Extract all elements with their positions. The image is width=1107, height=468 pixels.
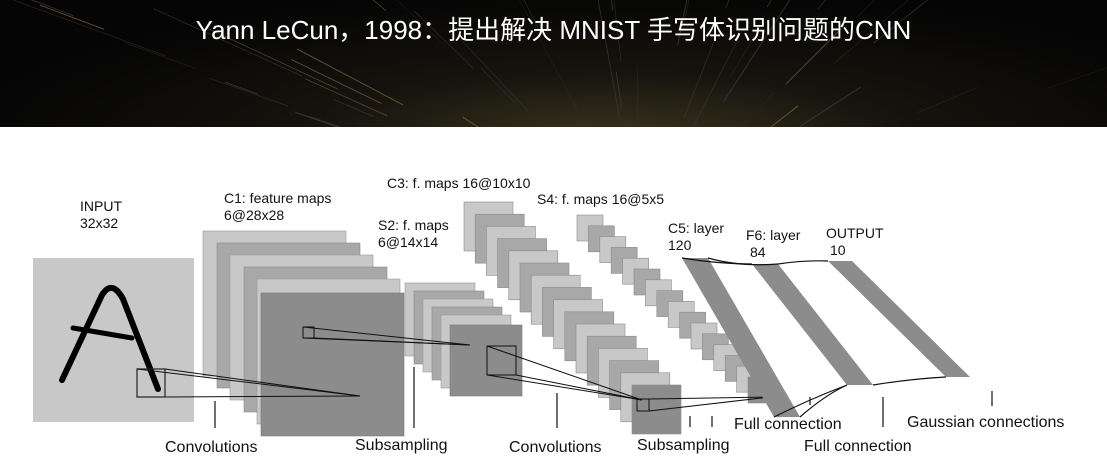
star-trail	[917, 87, 978, 114]
slide-title: Yann LeCun，1998：提出解决 MNIST 手写体识别问题的CNN	[195, 15, 912, 45]
star-trail	[740, 92, 775, 127]
star-trail	[730, 26, 761, 77]
star-trail	[205, 27, 339, 90]
star-trail	[153, 8, 303, 77]
input-size-label: 32x32	[80, 215, 118, 231]
s4-layer: S4: f. maps 16@5x5	[537, 191, 775, 404]
f6-band	[752, 264, 873, 385]
star-trail	[460, 39, 528, 111]
star-trail	[683, 37, 716, 119]
star-trail	[12, 0, 166, 57]
c1-label: C1: feature maps	[224, 190, 331, 206]
lenet5-architecture-diagram: INPUT 32x32 C1: feature maps 6@28x28	[33, 175, 1064, 456]
c3-map-16	[631, 384, 682, 435]
star-trail	[636, 64, 639, 127]
output-label: OUTPUT	[826, 225, 884, 241]
star-trail	[817, 0, 826, 10]
c3-layer: C3: f. maps 16@10x10	[387, 175, 682, 435]
star-trail	[610, 0, 614, 11]
s2-layer: S2: f. maps 6@14x14	[378, 217, 523, 397]
star-trail	[723, 0, 791, 102]
star-trail-background	[12, 0, 1107, 127]
c5-size-label: 120	[668, 237, 692, 253]
f6-label: F6: layer	[746, 227, 801, 243]
operation-ticks	[214, 367, 993, 428]
input-layer: INPUT 32x32	[33, 198, 194, 422]
star-trail	[683, 0, 690, 24]
star-trail	[310, 116, 343, 127]
star-trail	[296, 48, 404, 106]
star-trail	[523, 0, 541, 32]
c1-map-6	[260, 292, 405, 437]
sub1-label: Subsampling	[355, 437, 448, 454]
star-trail	[615, 71, 623, 109]
star-trail	[597, 0, 621, 120]
star-trail	[833, 0, 909, 64]
sub1-connector	[302, 326, 471, 346]
operation-labels: Convolutions Subsampling Convolutions Su…	[165, 414, 1064, 456]
star-trail	[224, 81, 258, 95]
star-trail	[692, 39, 739, 127]
star-trail	[396, 0, 446, 47]
star-trail	[124, 42, 196, 69]
c3-label: C3: f. maps 16@10x10	[387, 175, 531, 191]
full1-label: Full connection	[734, 416, 842, 433]
star-trail	[770, 105, 799, 127]
output-size-label: 10	[830, 242, 846, 258]
sub2-label: Subsampling	[637, 437, 730, 454]
s2-size-label: 6@14x14	[378, 234, 438, 250]
sub2-connector	[636, 396, 771, 412]
star-trail	[676, 0, 688, 46]
input-receptive-field	[136, 368, 166, 398]
full2-label: Full connection	[804, 438, 912, 455]
star-trail	[785, 28, 842, 85]
s4-label: S4: f. maps 16@5x5	[537, 191, 664, 207]
star-trail	[1047, 67, 1107, 89]
star-trail	[873, 0, 928, 44]
c1-layer: C1: feature maps 6@28x28	[202, 190, 405, 437]
title-banner: Yann LeCun，1998：提出解决 MNIST 手写体识别问题的CNN	[0, 0, 1107, 127]
star-trail	[332, 98, 374, 117]
conv1-connector	[136, 368, 361, 398]
star-trail	[480, 67, 517, 105]
star-trail	[304, 78, 388, 117]
dense-layers: C5: layer 120 F6: layer 84 OUTPUT 10	[668, 220, 970, 418]
f6-size-label: 84	[750, 244, 766, 260]
c5-label: C5: layer	[668, 220, 724, 236]
conv1-label: Convolutions	[165, 439, 258, 456]
star-trail	[295, 111, 341, 127]
star-trail	[797, 86, 862, 127]
star-trail	[462, 116, 480, 127]
star-trail	[290, 58, 382, 105]
input-label: INPUT	[80, 198, 122, 214]
star-trail	[30, 0, 75, 17]
c5-band	[682, 258, 800, 417]
c1-size-label: 6@28x28	[224, 207, 284, 223]
letter-a-crossbar	[70, 325, 135, 341]
star-trail	[39, 4, 105, 30]
s2-map-6	[449, 324, 523, 397]
star-trail	[413, 10, 474, 69]
star-trail	[766, 0, 772, 8]
letter-a-stroke-main	[59, 285, 161, 392]
star-trail	[858, 0, 875, 17]
star-trail	[725, 0, 730, 9]
conv2-connector	[486, 345, 643, 401]
gauss-label: Gaussian connections	[907, 414, 1064, 431]
star-trail	[209, 77, 289, 107]
star-trail	[613, 0, 622, 62]
output-band	[828, 261, 970, 377]
star-trail	[519, 0, 579, 113]
conv2-label: Convolutions	[509, 439, 602, 456]
s2-label: S2: f. maps	[378, 217, 449, 233]
